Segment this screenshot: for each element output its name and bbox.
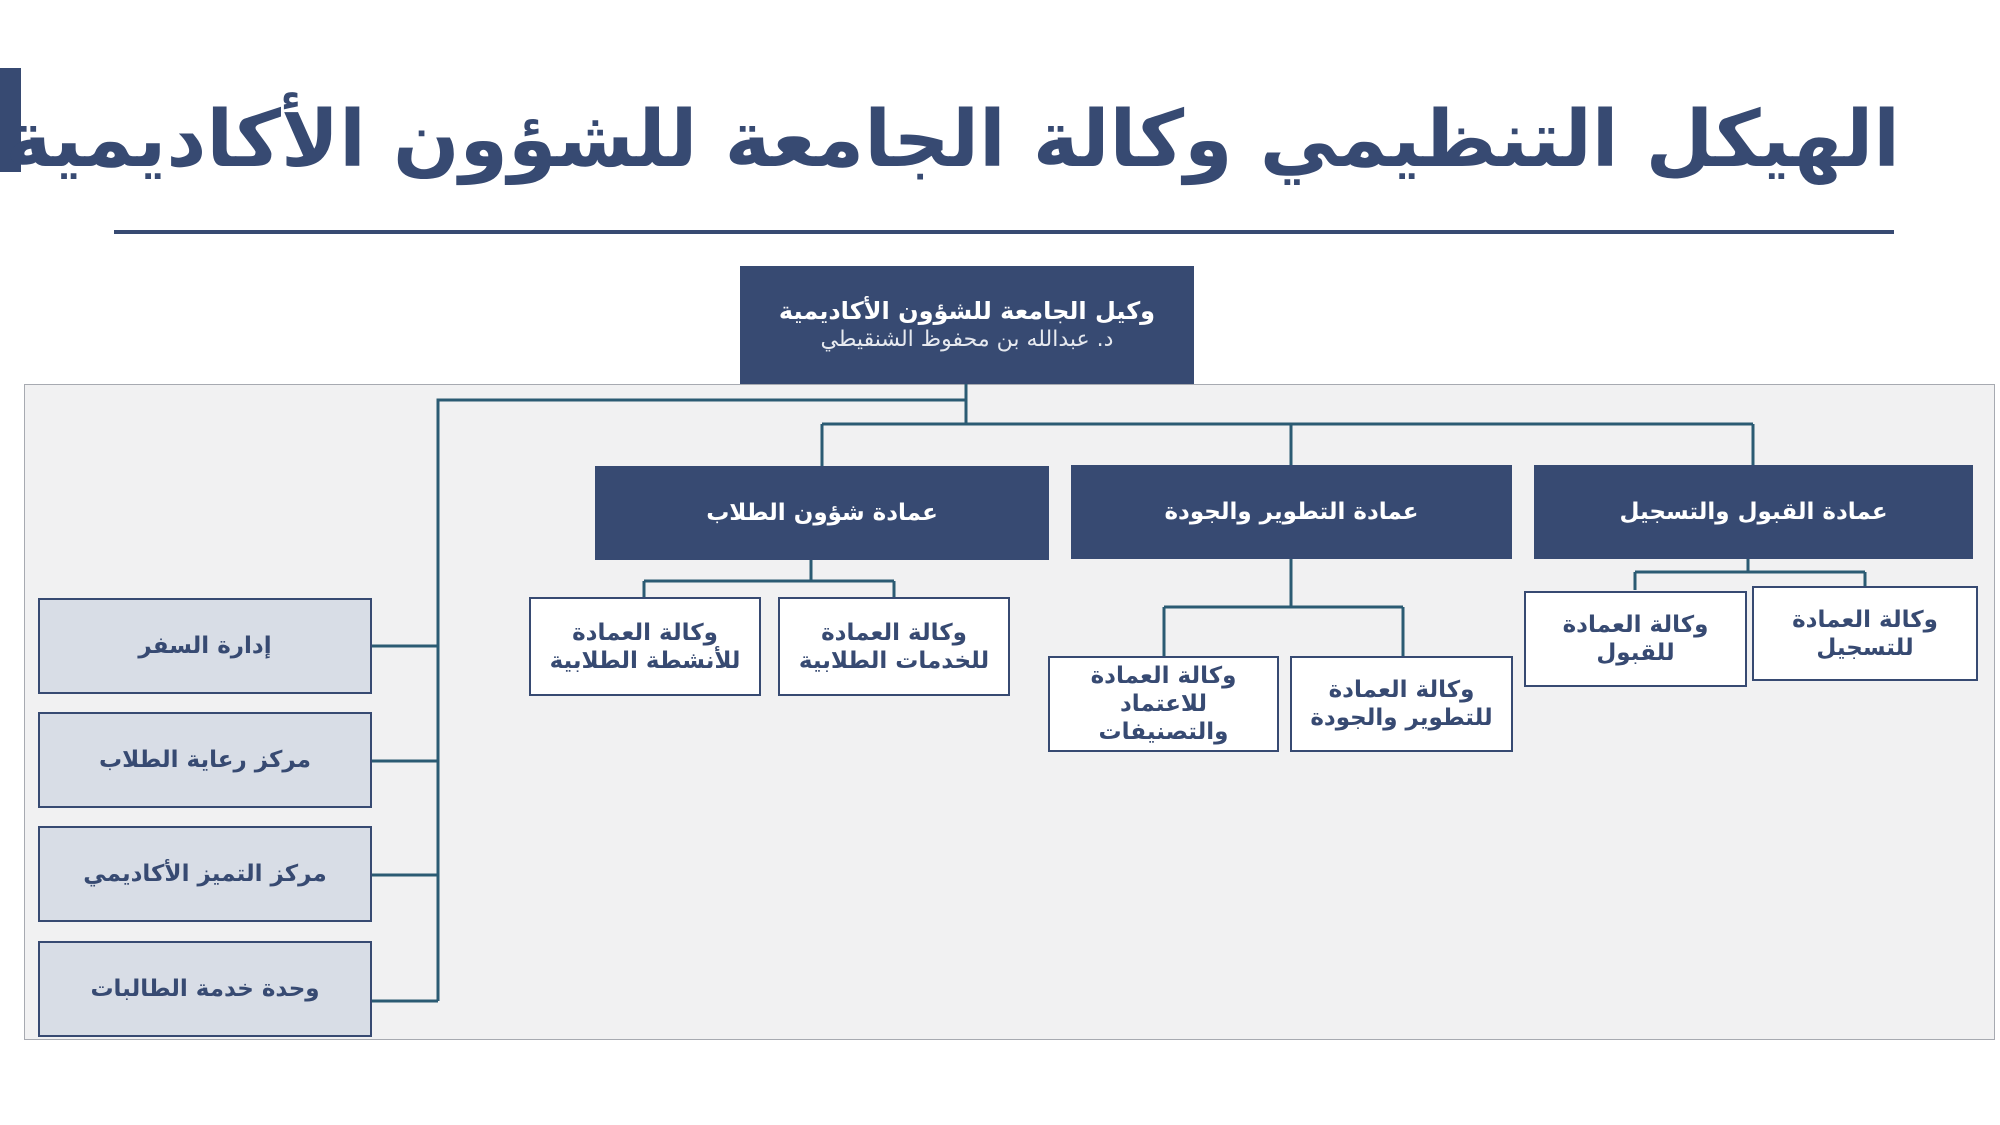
unit-development-quality-label: وكالة العمادة للتطوير والجودة — [1310, 677, 1493, 731]
unit-registration-box: وكالة العمادة للتسجيل — [1752, 586, 1978, 681]
unit-accreditation-box: وكالة العمادة للاعتماد والتصنيفات — [1048, 656, 1279, 752]
title-divider — [114, 230, 1894, 234]
side-unit-female-services-label: وحدة خدمة الطالبات — [90, 976, 320, 1002]
deanship-development-label: عمادة التطوير والجودة — [1164, 499, 1419, 525]
side-unit-academic-excellence-box: مركز التميز الأكاديمي — [38, 826, 372, 922]
side-unit-travel-label: إدارة السفر — [138, 633, 272, 659]
deanship-students-label: عمادة شؤون الطلاب — [706, 500, 938, 526]
unit-student-services-box: وكالة العمادة للخدمات الطلابية — [778, 597, 1010, 696]
deanship-students-box: عمادة شؤون الطلاب — [595, 466, 1049, 560]
title-accent-bar — [0, 68, 21, 172]
unit-registration-label: وكالة العمادة للتسجيل — [1792, 606, 1938, 661]
deanship-development-box: عمادة التطوير والجودة — [1071, 465, 1512, 559]
unit-accreditation-label: وكالة العمادة للاعتماد والتصنيفات — [1090, 663, 1237, 745]
unit-admission-label: وكالة العمادة للقبول — [1562, 612, 1709, 666]
page-title: الهيكل التنظيمي وكالة الجامعة للشؤون الأ… — [5, 95, 1900, 185]
deanship-admissions-label: عمادة القبول والتسجيل — [1619, 499, 1888, 525]
deanship-admissions-box: عمادة القبول والتسجيل — [1534, 465, 1973, 559]
side-unit-female-services-box: وحدة خدمة الطالبات — [38, 941, 372, 1037]
root-title: وكيل الجامعة للشؤون الأكاديمية — [778, 297, 1156, 325]
root-box-vice-rector: وكيل الجامعة للشؤون الأكاديمية د. عبدالل… — [740, 266, 1194, 384]
side-unit-academic-excellence-label: مركز التميز الأكاديمي — [83, 861, 327, 887]
side-unit-student-care-label: مركز رعاية الطلاب — [99, 747, 311, 773]
side-unit-travel-box: إدارة السفر — [38, 598, 372, 694]
unit-development-quality-box: وكالة العمادة للتطوير والجودة — [1290, 656, 1513, 752]
unit-student-activities-label: وكالة العمادة للأنشطة الطلابية — [549, 619, 741, 674]
unit-student-services-label: وكالة العمادة للخدمات الطلابية — [798, 619, 990, 674]
unit-admission-box: وكالة العمادة للقبول — [1524, 591, 1747, 687]
unit-student-activities-box: وكالة العمادة للأنشطة الطلابية — [529, 597, 761, 696]
root-name: د. عبدالله بن محفوظ الشنقيطي — [820, 327, 1114, 352]
side-unit-student-care-box: مركز رعاية الطلاب — [38, 712, 372, 808]
